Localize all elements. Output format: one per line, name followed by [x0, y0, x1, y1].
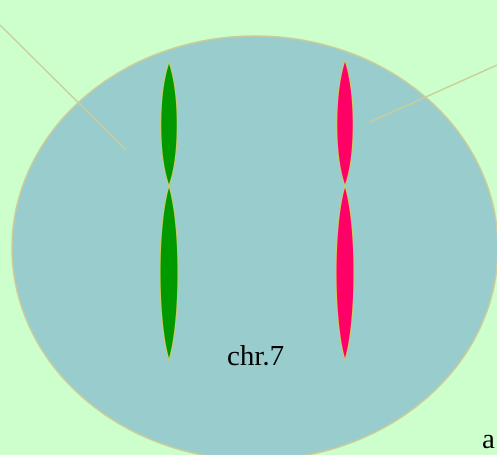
chromosome-left [159, 60, 179, 362]
cell-outline [11, 35, 497, 455]
pointer-line-left [0, 24, 127, 151]
pointer-line-right [369, 64, 497, 123]
corner-label-fragment: a [482, 423, 495, 455]
chromosome-right [335, 58, 355, 362]
chromosome-left-lower-arm [159, 184, 179, 362]
chromosome-right-lower-arm [335, 184, 355, 362]
chromosome-label: chr.7 [227, 340, 284, 372]
